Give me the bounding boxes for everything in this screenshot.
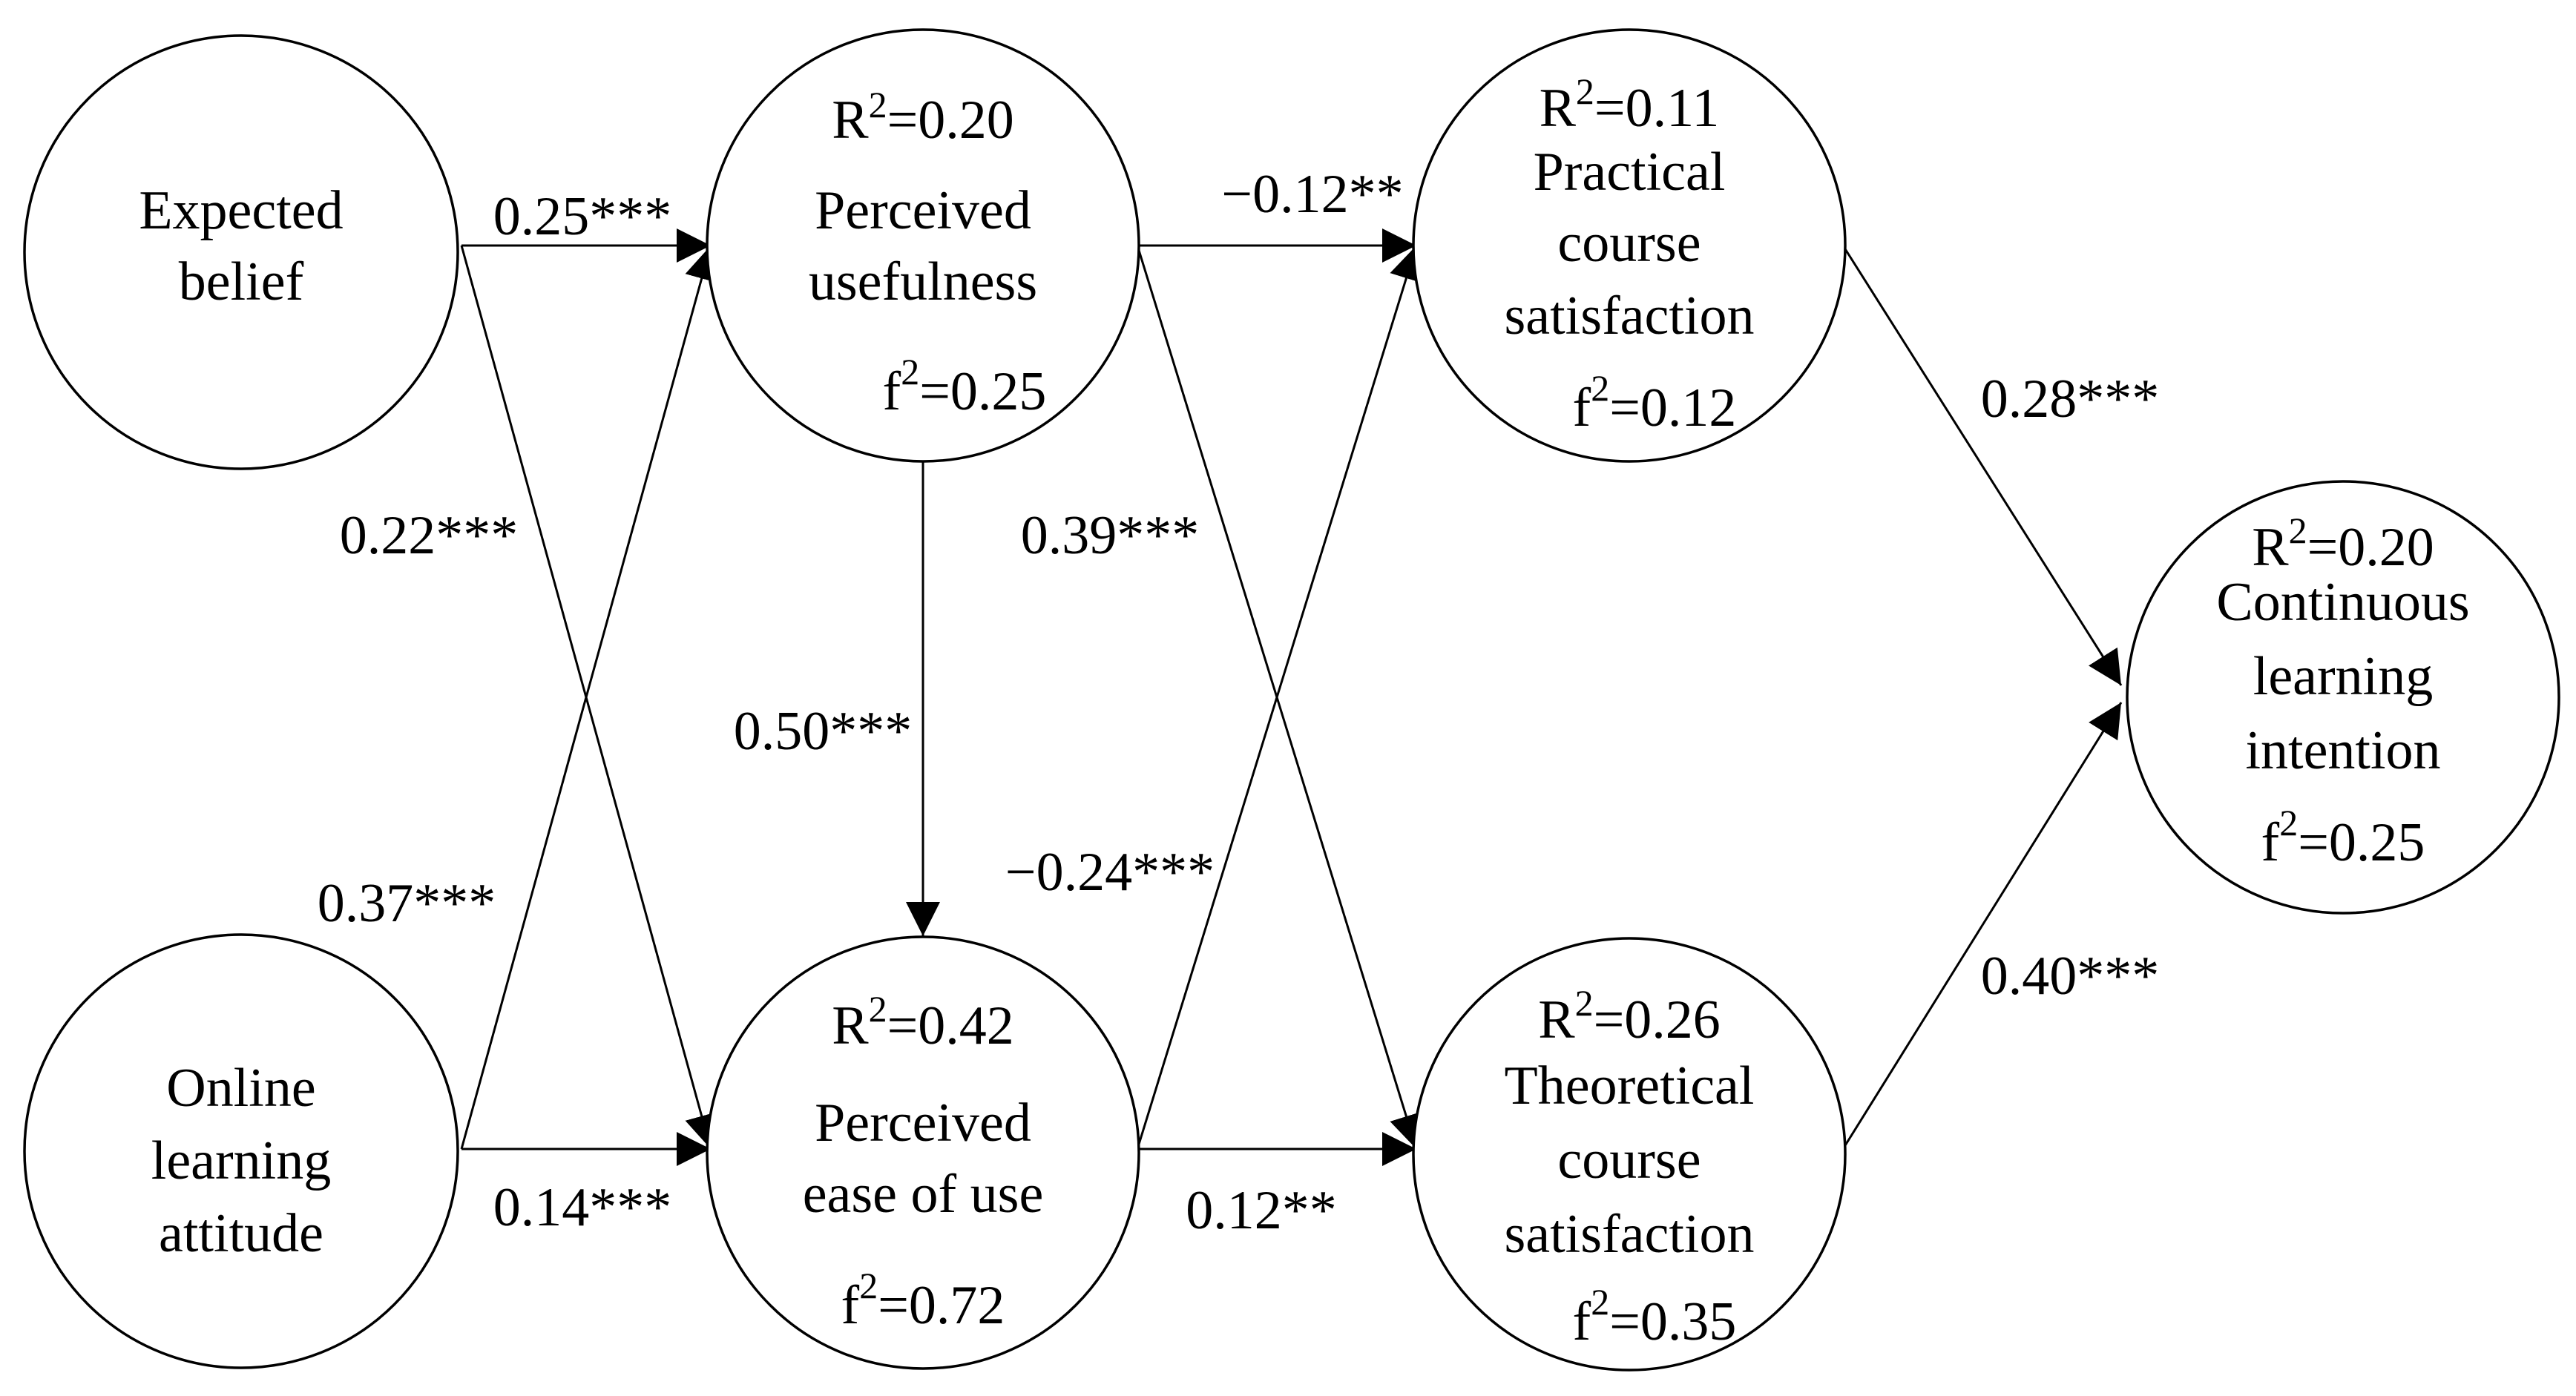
path-arrow-pcs-cli bbox=[1841, 245, 2123, 686]
r2-stat: R2=0.26 bbox=[1538, 982, 1721, 1050]
node-perceived-usefulness: R2=0.20 Perceived usefulness f2=0.25 bbox=[706, 28, 1140, 463]
coef-label-eb-peou: 0.22*** bbox=[340, 505, 519, 566]
coef-label-ola-peou: 0.14*** bbox=[493, 1177, 672, 1238]
node-label-line: intention bbox=[2245, 720, 2440, 781]
node-label-line: belief bbox=[179, 251, 304, 312]
node-label-line: Continuous bbox=[2216, 572, 2469, 633]
node-label-line: Theoretical bbox=[1505, 1056, 1755, 1116]
r2-stat: R2=0.20 bbox=[832, 84, 1014, 151]
node-expected-belief: Expected belief bbox=[23, 34, 459, 470]
coef-label-pu-pcs: −0.12** bbox=[1221, 164, 1403, 225]
r2-stat: R2=0.42 bbox=[832, 988, 1014, 1056]
coef-label-peou-tcs: 0.12** bbox=[1186, 1180, 1337, 1241]
node-theoretical-course-satisfaction: R2=0.26 Theoretical course satisfaction … bbox=[1412, 937, 1847, 1372]
path-arrow-peou-pcs bbox=[1136, 245, 1423, 1150]
f2-stat: f2=0.25 bbox=[883, 351, 1047, 422]
coef-label-tcs-cli: 0.40*** bbox=[1981, 946, 2160, 1007]
node-label-line: learning bbox=[2253, 646, 2433, 707]
node-label-line: Online bbox=[166, 1058, 315, 1119]
node-continuous-learning-intention: R2=0.20 Continuous learning intention f2… bbox=[2126, 480, 2560, 915]
node-label-line: course bbox=[1557, 213, 1701, 274]
coef-label-peou-pcs: −0.24*** bbox=[1005, 842, 1215, 903]
node-practical-course-satisfaction: R2=0.11 Practical course satisfaction f2… bbox=[1412, 28, 1847, 463]
node-label-line: attitude bbox=[159, 1203, 323, 1264]
r2-stat: R2=0.11 bbox=[1540, 70, 1720, 139]
node-label-line: Expected bbox=[139, 180, 343, 241]
node-label-line: usefulness bbox=[809, 251, 1037, 312]
path-arrow-tcs-cli bbox=[1841, 702, 2123, 1150]
node-label-line: course bbox=[1557, 1130, 1701, 1191]
node-label-line: satisfaction bbox=[1504, 286, 1754, 346]
f2-stat: f2=0.72 bbox=[841, 1265, 1005, 1336]
node-online-learning-attitude: Online learning attitude bbox=[23, 933, 459, 1369]
f2-stat: f2=0.25 bbox=[2261, 802, 2425, 873]
node-label-line: ease of use bbox=[803, 1164, 1044, 1225]
node-perceived-ease-of-use: R2=0.42 Perceived ease of use f2=0.72 bbox=[706, 935, 1140, 1370]
node-label-line: learning bbox=[151, 1130, 331, 1191]
coef-label-pu-tcs: 0.39*** bbox=[1021, 505, 1200, 566]
coef-label-pcs-cli: 0.28*** bbox=[1981, 369, 2160, 429]
coef-label-eb-pu: 0.25*** bbox=[493, 186, 672, 247]
node-label-line: satisfaction bbox=[1504, 1204, 1754, 1265]
r2-stat: R2=0.20 bbox=[2252, 510, 2434, 578]
coef-label-pu-peou: 0.50*** bbox=[734, 701, 913, 762]
node-label-line: Perceived bbox=[815, 180, 1031, 241]
node-label-line: Perceived bbox=[815, 1093, 1031, 1153]
path-arrow-ola-pu bbox=[460, 245, 718, 1150]
coef-label-ola-pu: 0.37*** bbox=[318, 873, 496, 934]
node-label-line: Practical bbox=[1534, 142, 1726, 203]
f2-stat: f2=0.12 bbox=[1573, 367, 1737, 438]
f2-stat: f2=0.35 bbox=[1573, 1281, 1737, 1352]
